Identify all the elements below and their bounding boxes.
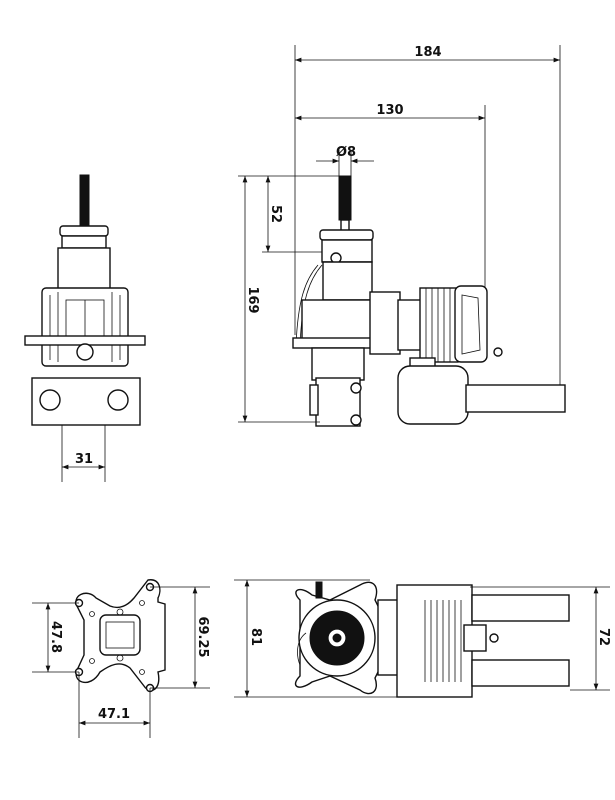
dim-mount-hole-horizontal: 47.1	[98, 707, 130, 722]
carb-inlet	[76, 343, 94, 361]
spark-plug	[493, 347, 503, 357]
exhaust-tube-bottom	[471, 659, 570, 687]
dim-overall-width: 81	[248, 628, 263, 646]
dim-overall-length: 184	[414, 45, 441, 60]
choke-arm	[350, 414, 362, 426]
dim-mount-plate-height: 69.25	[195, 616, 210, 657]
muffler-outlet-left	[39, 389, 61, 411]
dim-shaft-length: 52	[268, 205, 283, 223]
cylinder-base	[369, 291, 401, 355]
hub-side	[321, 239, 373, 263]
front-view: 31	[24, 174, 146, 482]
dim-front-offset: 31	[75, 452, 93, 467]
muffler-side	[397, 365, 469, 425]
side-view: 184 130 Ø8 52 169	[238, 45, 566, 427]
muffler-outlet-right	[107, 389, 129, 411]
carb-body	[311, 347, 365, 381]
prop-flange-side	[319, 229, 374, 241]
dim-shaft-diameter: Ø8	[336, 145, 356, 160]
cylinder-neck	[397, 299, 423, 351]
cylinder-top	[396, 584, 473, 698]
prop-shaft	[79, 174, 90, 226]
mount-plate-view: 47.8 69.25 47.1	[32, 579, 210, 738]
crankcase-top	[377, 599, 399, 676]
hub	[61, 235, 107, 249]
carb-cover	[309, 384, 319, 416]
spark-plug-top	[463, 624, 487, 652]
prop-shaft-side	[338, 175, 352, 221]
crankcase-side	[322, 261, 373, 301]
dim-muffler-width: 72	[596, 628, 611, 646]
prop-flange	[59, 225, 109, 237]
dim-mount-to-cylinder: 130	[376, 103, 403, 118]
throttle-arm	[350, 382, 362, 394]
crankcase-front	[57, 247, 111, 291]
crankcase-lower	[301, 299, 381, 341]
exhaust-tube-top	[471, 594, 570, 622]
spring	[315, 581, 323, 599]
plate-port	[105, 621, 135, 649]
rear-view: 81 72	[234, 579, 611, 698]
dim-overall-height: 169	[245, 286, 260, 313]
cylinder-head	[454, 285, 488, 363]
exhaust-tube	[465, 384, 566, 413]
dim-mount-hole-vertical: 47.8	[48, 621, 63, 653]
